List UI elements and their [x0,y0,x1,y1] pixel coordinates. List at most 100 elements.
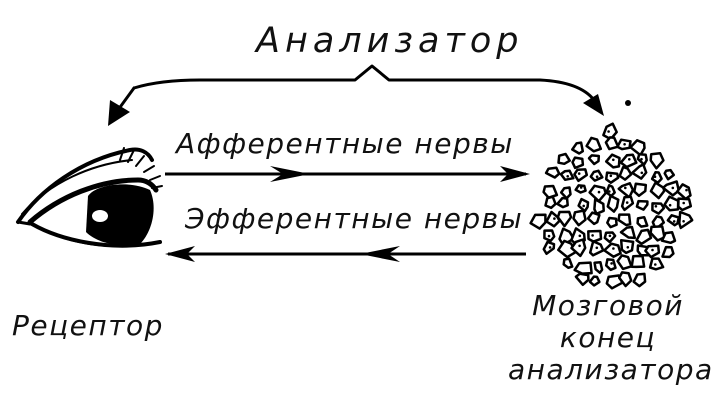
cell-nucleus [608,190,611,193]
cell-nucleus [624,186,627,190]
cell [617,182,635,199]
cell [571,141,585,155]
cell [562,257,574,270]
cell [618,165,633,181]
cell-nucleus [612,247,615,250]
afferent-nerves-label: Афферентные нервы [176,127,514,160]
cell [604,258,617,272]
cell [588,184,607,203]
dot-mark [625,100,631,106]
brain-end-line-2: конец [559,321,657,354]
cell [644,244,661,259]
cell-nucleus [623,143,626,146]
cell [604,171,620,184]
analyzer-bracket [116,64,596,112]
cell-nucleus [578,234,582,238]
cell [542,184,559,199]
cell-nucleus [553,217,556,220]
cell [650,171,663,184]
cell [632,272,647,288]
cell-nucleus [626,246,630,249]
receptor-label: Рецептор [12,309,164,342]
cell [586,211,601,226]
cell [574,184,587,194]
brain-end-line-1: Мозговой [532,289,684,322]
cell [635,199,649,211]
cell [604,153,621,169]
cell [593,260,604,274]
cell-nucleus [628,158,631,161]
cell [605,184,616,198]
cell [585,136,603,153]
cell-nucleus [671,186,675,190]
cell-nucleus [608,234,612,238]
cell [573,261,593,275]
cell [661,180,681,197]
cell [587,229,603,243]
cell-nucleus [625,201,629,204]
cell [544,195,557,210]
cell-nucleus [654,263,657,266]
cell [666,214,681,227]
cell [556,210,573,228]
cell-nucleus [595,175,599,178]
cell-nucleus [607,130,610,133]
cell [544,166,561,179]
analyzer-label: Анализатор [256,21,524,61]
cell [593,198,605,216]
eye-icon [16,147,163,248]
cell [545,210,561,228]
cell [559,186,572,200]
cell [572,209,587,227]
afferent-arrow [165,166,530,182]
cell-nucleus [612,158,615,162]
cell [619,225,637,240]
cell [677,197,693,212]
cell [636,215,649,228]
cell [529,213,547,230]
iris [86,184,154,246]
cell [557,152,571,166]
cell [603,231,617,244]
cell [649,151,665,170]
brain-cells-icon [529,122,694,290]
cell-nucleus [597,190,601,194]
cell [617,271,633,288]
cell-nucleus [582,204,585,208]
cell-nucleus [651,248,654,252]
cell [633,182,648,198]
cell-nucleus [577,172,581,175]
cell [588,275,601,287]
cell [606,194,620,213]
cell [574,272,590,287]
cell [629,139,646,157]
cell [651,202,666,215]
eye-highlight [92,210,108,222]
cell-nucleus [579,186,583,189]
cell [570,238,587,258]
brain-end-line-3: анализатора [508,353,714,386]
cell [630,254,646,269]
cell [571,156,585,170]
cell [604,136,620,151]
cell [649,181,666,200]
cell-nucleus [609,174,613,178]
brain-end-label: Мозговой конец анализатора [508,289,714,386]
cell [648,257,665,271]
cell-nucleus [640,171,644,175]
cell [631,163,648,180]
cell-nucleus [653,175,657,178]
efferent-arrow [165,246,526,262]
cell [573,168,589,183]
cell [660,231,677,245]
cell [663,168,676,181]
cell-nucleus [578,244,581,248]
cell [661,245,675,259]
cell [616,254,633,271]
cell-nucleus [591,234,594,237]
cell-nucleus [610,262,613,265]
efferent-nerves-label: Эфферентные нервы [185,202,524,235]
cell [635,228,653,246]
cell [557,239,578,259]
